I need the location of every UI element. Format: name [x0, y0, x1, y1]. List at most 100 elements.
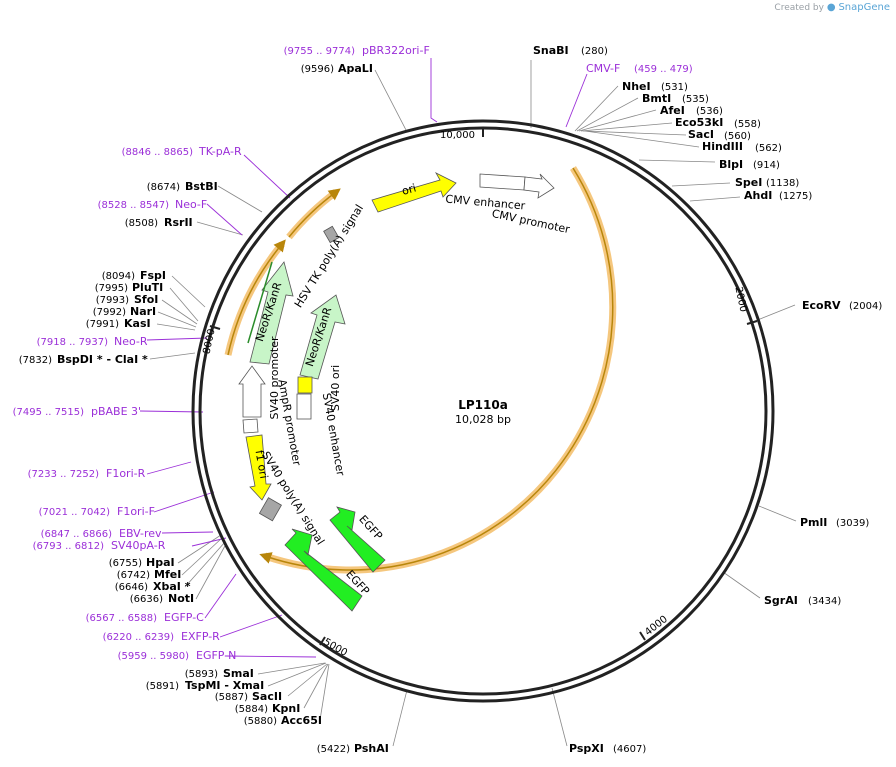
enzyme-name: SfoI	[134, 293, 158, 306]
snapgene-credit: Created by ● SnapGene	[774, 2, 890, 13]
feature-label: f1 ori	[253, 449, 271, 480]
primer-name: Neo-R	[114, 335, 148, 348]
enzyme-name: BmtI	[642, 92, 671, 105]
enzyme-name: AhdI	[744, 189, 772, 202]
primer-position: (6793 .. 6812)	[33, 541, 105, 552]
enzyme-name: KasI	[124, 317, 151, 330]
primer-name: EGFP-N	[196, 649, 236, 662]
primer-name: EBV-rev	[119, 527, 162, 540]
primer-name: pBR322ori-F	[362, 44, 430, 57]
enzyme-name: SacII	[252, 690, 282, 703]
enzyme-position: (3434)	[808, 596, 841, 607]
primer-position: (6567 .. 6588)	[86, 613, 158, 624]
enzyme-position: (5891)	[146, 681, 179, 692]
enzyme-name: SpeI	[735, 176, 762, 189]
enzyme-position: (531)	[661, 82, 688, 93]
enzyme-name: Acc65I	[281, 714, 322, 727]
primer-name: EGFP-C	[164, 611, 204, 624]
enzyme-position: (4607)	[613, 744, 646, 755]
tick-labels: 10,000 2000 4000 5000 8000	[202, 130, 749, 659]
enzyme-position: (536)	[696, 106, 723, 117]
enzyme-name: NheI	[622, 80, 651, 93]
ring-ticks	[209, 127, 758, 646]
enzyme-position: (7832)	[19, 355, 52, 366]
primer-position: (8528 .. 8547)	[98, 200, 170, 211]
primer-position: (7495 .. 7515)	[13, 407, 85, 418]
backbone-outer-ring	[191, 119, 775, 703]
primer-position: (459 .. 479)	[634, 64, 693, 75]
primer-labels: (9755 .. 9774) pBR322ori-F CMV-F (459 ..…	[13, 44, 693, 662]
enzyme-position: (7993)	[96, 295, 129, 306]
enzyme-name: SacI	[688, 128, 714, 141]
enzyme-position: (560)	[724, 131, 751, 142]
enzyme-position: (6742)	[117, 570, 150, 581]
enzyme-position: (8094)	[102, 271, 135, 282]
feature-label: SV40 promoter	[268, 336, 281, 420]
enzyme-name: PspXI	[569, 742, 604, 755]
tick-label: 8000	[202, 328, 218, 355]
enzyme-name: HindIII	[702, 140, 743, 153]
enzyme-position: (562)	[755, 143, 782, 154]
plasmid-length: 10,028 bp	[455, 413, 511, 426]
ori-feature: ori	[371, 172, 457, 213]
feature-label: ori	[400, 181, 417, 197]
enzyme-name: RsrII	[164, 216, 193, 229]
snapgene-logo-icon: ●	[826, 2, 836, 13]
enzyme-name: NotI	[168, 592, 194, 605]
primer-name: CMV-F	[586, 62, 620, 75]
enzyme-position: (6636)	[130, 594, 163, 605]
primer-name: SV40pA-R	[111, 539, 166, 552]
f1-ori-feature: f1 ori	[245, 434, 272, 501]
enzyme-labels-right: SnaBI (280) NheI (531) BmtI (535) AfeI (…	[533, 44, 882, 755]
primer-position: (5959 .. 5980)	[118, 651, 190, 662]
primer-position: (7233 .. 7252)	[28, 469, 100, 480]
tick-label: 10,000	[440, 130, 475, 141]
enzyme-name: XbaI *	[153, 580, 191, 593]
enzyme-name: HpaI	[146, 556, 175, 569]
enzyme-position: (5880)	[244, 716, 277, 727]
leader-lines	[149, 60, 797, 747]
enzyme-position: (9596)	[301, 64, 334, 75]
enzyme-position: (6755)	[109, 558, 142, 569]
enzyme-name: EcoRV	[802, 299, 841, 312]
enzyme-name: FspI	[140, 269, 166, 282]
enzyme-name: MfeI	[154, 568, 181, 581]
enzyme-name: SmaI	[223, 667, 254, 680]
tick-label: 2000	[732, 286, 748, 313]
primer-position: (7918 .. 7937)	[37, 337, 109, 348]
sv40-ori-feature: SV40 ori	[297, 365, 342, 411]
primer-position: (7021 .. 7042)	[39, 507, 111, 518]
enzyme-name: BspDI * - ClaI *	[57, 353, 148, 366]
enzyme-position: (280)	[581, 46, 608, 57]
feature-label: SV40 ori	[329, 365, 342, 411]
sv40-promoter-feature: SV40 promoter	[238, 336, 281, 420]
enzyme-position: (5887)	[215, 692, 248, 703]
enzyme-name: Eco53kI	[675, 116, 723, 129]
credit-prefix: Created by	[774, 3, 824, 13]
enzyme-name: BstBI	[185, 180, 218, 193]
enzyme-position: (5893)	[185, 669, 218, 680]
enzyme-name: SgrAI	[764, 594, 798, 607]
enzyme-name: KpnI	[272, 702, 300, 715]
primer-name: EXFP-R	[181, 630, 220, 643]
enzyme-name: SnaBI	[533, 44, 569, 57]
enzyme-position: (5884)	[235, 704, 268, 715]
cmv-enhancer-feature: CMV enhancer CMV promoter	[445, 173, 571, 236]
enzyme-labels-left: (5422) PshAI (5880) Acc65I (5884) KpnI (…	[19, 62, 389, 755]
enzyme-name: PmlI	[800, 516, 827, 529]
enzyme-position: (3039)	[836, 518, 869, 529]
enzyme-position: (8674)	[147, 182, 180, 193]
enzyme-position: (535)	[682, 94, 709, 105]
enzyme-name: BlpI	[719, 158, 743, 171]
feature-label: SV40 enhancer	[320, 392, 347, 477]
enzyme-position: (7991)	[86, 319, 119, 330]
primer-name: Neo-F	[175, 198, 207, 211]
enzyme-position: (558)	[734, 119, 761, 130]
primer-name: TK-pA-R	[198, 145, 242, 158]
primer-name: F1ori-F	[117, 505, 155, 518]
enzyme-name: NarI	[130, 305, 156, 318]
primer-name: pBABE 3'	[91, 405, 141, 418]
enzyme-name: PshAI	[354, 742, 389, 755]
primer-position: (8846 .. 8865)	[122, 147, 194, 158]
